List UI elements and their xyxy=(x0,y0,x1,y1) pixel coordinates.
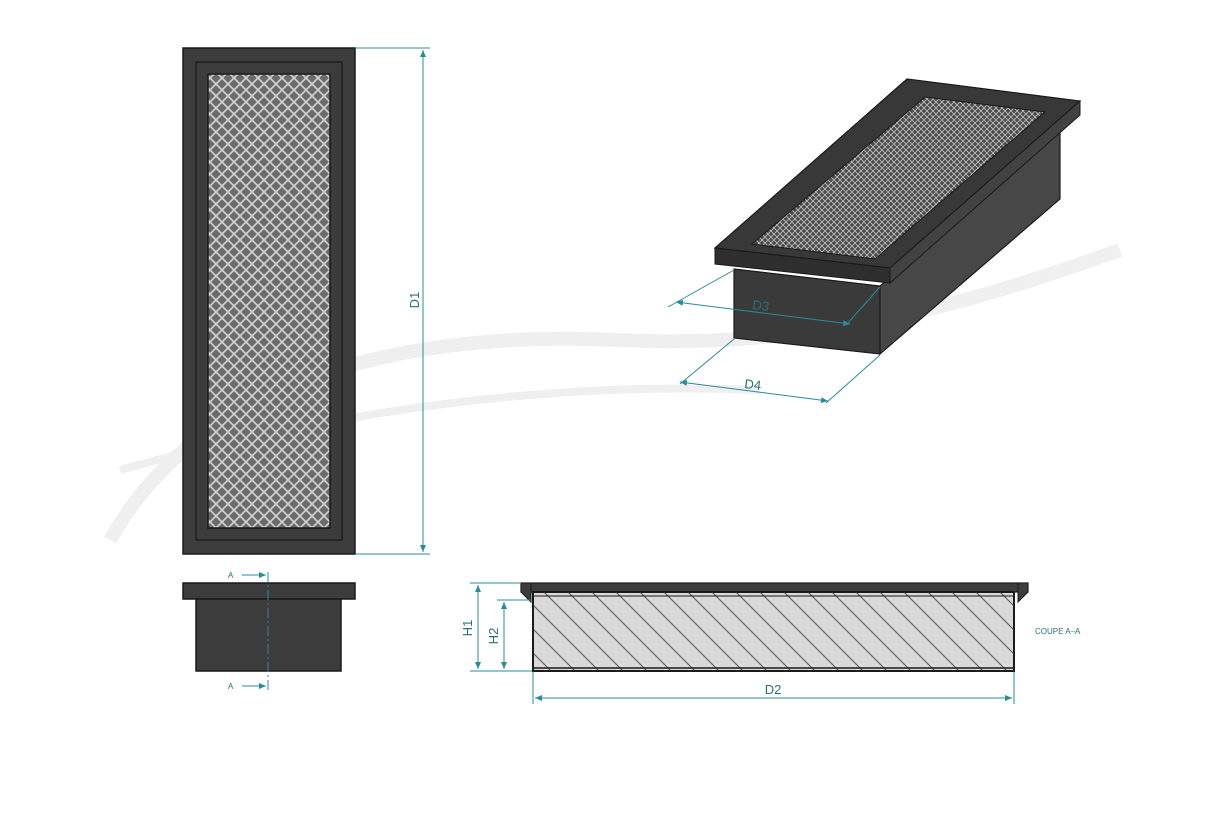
dimension-d3: D3 xyxy=(667,269,881,327)
section-hatch-body xyxy=(532,591,1015,672)
d1-label: D1 xyxy=(407,292,422,309)
section-flange-right-lip xyxy=(1017,582,1029,604)
inner-frame-line xyxy=(195,61,343,541)
iso-lid-side-edge xyxy=(889,99,1081,285)
dimension-d1: D1 xyxy=(356,47,430,555)
side-flange xyxy=(182,582,356,600)
dimension-h2: H2 xyxy=(486,599,532,669)
h1-label: H1 xyxy=(460,620,475,637)
section-view: COUPE A–A xyxy=(520,582,1081,672)
section-caption: COUPE A–A xyxy=(1035,627,1081,636)
section-a-bottom: A xyxy=(228,682,234,691)
d3-label: D3 xyxy=(752,297,770,314)
dimension-h1: H1 xyxy=(460,582,532,672)
isometric-view xyxy=(713,78,1082,356)
iso-mesh xyxy=(750,96,1047,260)
section-flange-left-lip xyxy=(520,582,532,604)
d2-label: D2 xyxy=(765,682,782,697)
dimension-d2: D2 xyxy=(532,672,1015,704)
section-flange xyxy=(520,582,1029,593)
front-view xyxy=(182,47,356,555)
dimension-d4: D4 xyxy=(679,338,881,404)
h2-label: H2 xyxy=(486,628,501,645)
mesh-panel xyxy=(207,73,331,529)
d4-label: D4 xyxy=(744,376,762,393)
section-a-top: A xyxy=(228,571,234,580)
side-view: A A xyxy=(182,571,356,692)
